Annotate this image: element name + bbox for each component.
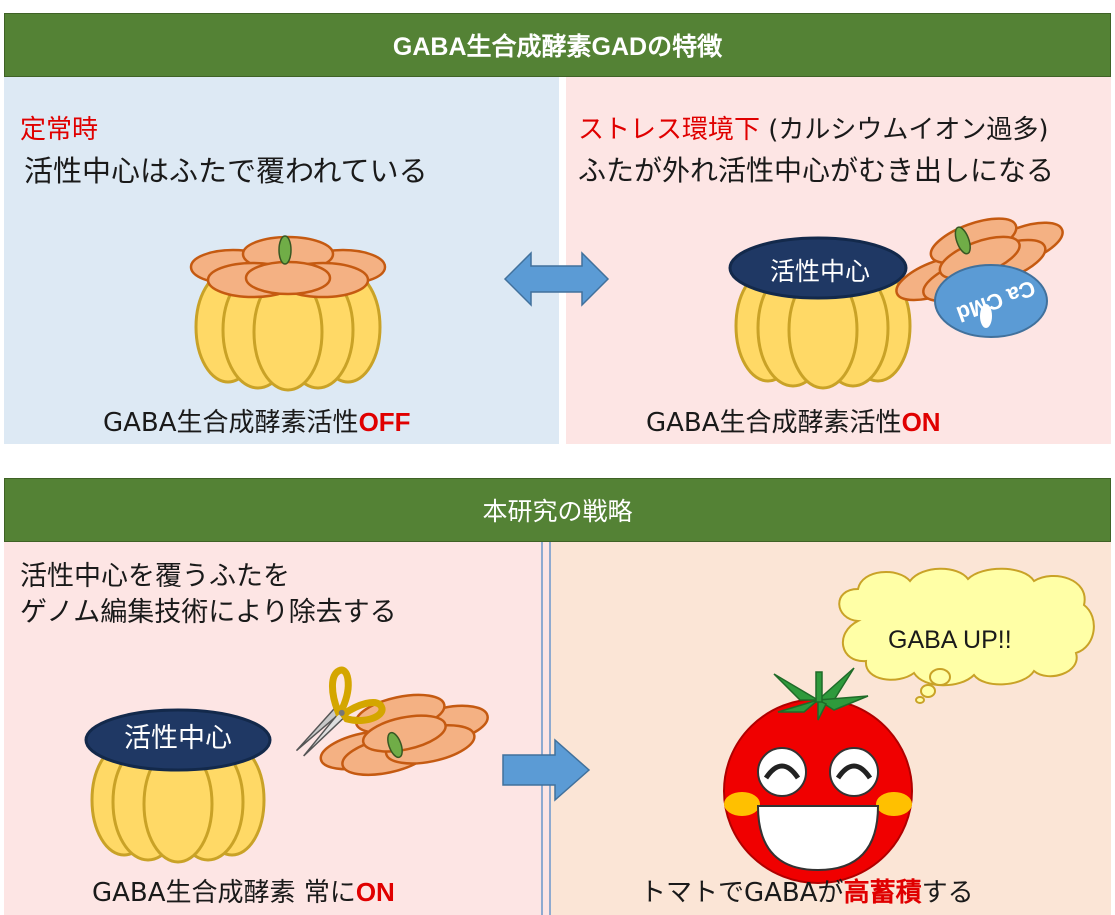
stress-caption-prefix: GABA生合成酵素活性 (646, 408, 902, 438)
calmodulin (934, 264, 1048, 338)
edited-active-site-label: 活性中心 (124, 723, 232, 754)
normal-state-description: 活性中心はふたで覆われている (24, 154, 428, 188)
strategy-caption-highlight: ON (355, 877, 395, 907)
active-site-disc (728, 236, 908, 300)
double-arrow (503, 251, 610, 307)
tomato-eyes (757, 747, 879, 797)
stress-state-heading-line: ストレス環境下 (カルシウムイオン過多) (578, 113, 1049, 147)
result-caption: トマトでGABAが高蓄積する (640, 875, 974, 910)
strategy-line-2: ゲノム編集技術により除去する (20, 597, 397, 628)
edited-enzyme-illustration (84, 693, 489, 864)
lid-stem (387, 731, 403, 759)
stress-caption-highlight: ON (901, 407, 941, 437)
pumpkin-body (90, 742, 266, 864)
section2-title-banner: 本研究の戦略 (4, 478, 1111, 542)
stem (278, 235, 292, 265)
scissors-icon (295, 666, 386, 757)
section1-title-banner: GABA生合成酵素GADの特徴 (4, 13, 1111, 77)
result-caption-suffix: する (921, 878, 974, 908)
strategy-caption: GABA生合成酵素 常にON (92, 875, 395, 910)
strategy-caption-prefix: GABA生合成酵素 常に (92, 878, 356, 908)
lid (189, 235, 387, 299)
active-site-label: 活性中心 (770, 257, 871, 286)
stress-state-description: ふたが外れ活性中心がむき出しになる (578, 154, 1055, 187)
stress-state-caption: GABA生合成酵素活性ON (646, 405, 941, 440)
strategy-line-1: 活性中心を覆うふたを (20, 561, 290, 592)
normal-state-caption: GABA生合成酵素活性OFF (103, 405, 411, 440)
closed-enzyme-illustration (189, 235, 387, 392)
right-cheek (876, 792, 912, 816)
normal-caption-highlight: OFF (358, 407, 411, 437)
tomato-character (723, 667, 913, 884)
normal-state-heading: 定常時 (20, 115, 99, 145)
stress-state-heading-note: (カルシウムイオン過多) (760, 115, 1049, 145)
right-arrow (502, 738, 591, 802)
section2-title: 本研究の戦略 (482, 497, 633, 526)
active-site-disc (84, 708, 272, 772)
left-cheek (724, 792, 760, 816)
section1-title: GABA生合成酵素GADの特徴 (392, 33, 723, 61)
thought-bubble-text: GABA UP!! (888, 626, 1012, 654)
panel-divider (541, 542, 551, 915)
open-enzyme-illustration (728, 217, 1064, 390)
tomato-leaves (773, 667, 869, 721)
result-caption-highlight: 高蓄積 (843, 877, 922, 907)
pumpkin-body (194, 270, 382, 392)
normal-caption-prefix: GABA生合成酵素活性 (103, 408, 359, 438)
stress-state-heading: ストレス環境下 (578, 115, 761, 145)
tomato-mouth (756, 805, 880, 872)
result-caption-prefix: トマトでGABAが (640, 878, 844, 908)
thought-bubble (838, 567, 1095, 704)
